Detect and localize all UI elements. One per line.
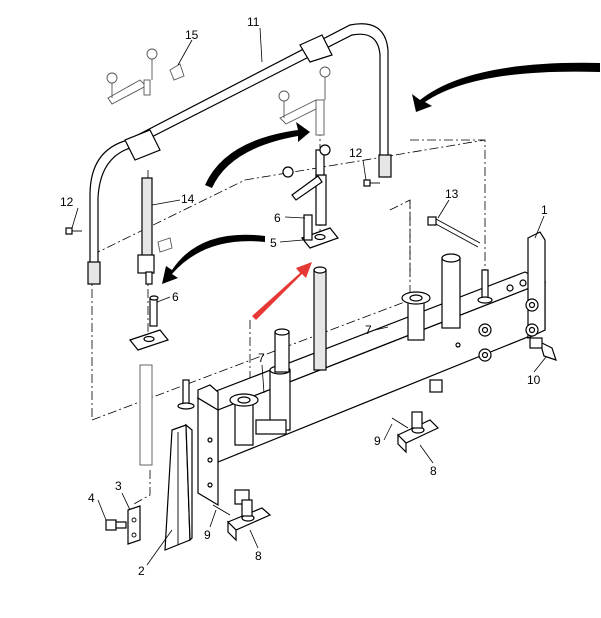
fitting-10 <box>529 337 557 361</box>
callout-13: 13 <box>445 187 459 201</box>
highlight-arrow <box>252 262 312 320</box>
callout-11: 11 <box>247 15 260 29</box>
screw-12-left <box>65 227 82 235</box>
callout-12-right: 12 <box>349 146 363 160</box>
clamp-lower <box>226 499 272 542</box>
callout-10: 10 <box>527 373 541 387</box>
callout-8-upper: 8 <box>430 464 437 478</box>
callout-1: 1 <box>541 203 548 217</box>
clamp-upper <box>396 411 440 454</box>
callout-9-upper: 9 <box>374 434 381 448</box>
callout-2: 2 <box>138 564 145 578</box>
callout-14: 14 <box>181 192 195 206</box>
callout-5: 5 <box>270 236 277 250</box>
callout-8-lower: 8 <box>255 549 262 563</box>
pin-upper <box>391 417 409 429</box>
callout-15: 15 <box>185 28 199 42</box>
callout-12-left: 12 <box>60 195 74 209</box>
pin-lower <box>212 504 231 516</box>
callout-9-lower: 9 <box>204 528 211 542</box>
callout-6-right: 6 <box>274 211 281 225</box>
upper-handles <box>106 48 331 136</box>
left-post <box>128 177 173 466</box>
callout-7-right: 7 <box>365 323 372 337</box>
frame-sockets <box>177 253 493 446</box>
callout-labels: 1 2 3 4 5 6 6 7 7 8 8 9 9 10 11 12 12 13… <box>60 15 548 578</box>
callout-7-left: 7 <box>258 351 265 365</box>
right-post <box>282 144 339 371</box>
leader-lines <box>71 27 547 566</box>
screw-12-right <box>363 179 380 187</box>
callout-4: 4 <box>88 491 95 505</box>
assembly-arrows <box>162 62 600 320</box>
side-guard-plate <box>164 423 193 551</box>
long-bolt-13 <box>427 216 481 248</box>
screw-4 <box>105 519 127 531</box>
hand-rail <box>87 23 392 285</box>
callout-3: 3 <box>115 479 122 493</box>
main-frame <box>196 231 547 507</box>
small-bracket <box>127 505 141 545</box>
callout-6-left: 6 <box>172 290 179 304</box>
